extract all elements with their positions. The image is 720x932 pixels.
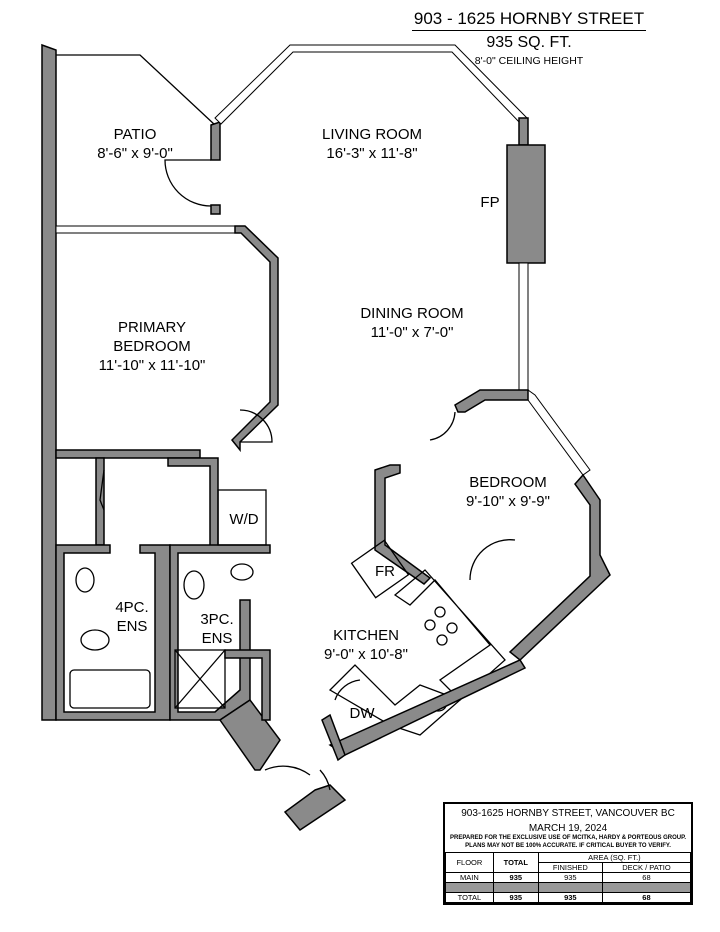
wall-ensuite-east xyxy=(224,649,271,721)
cell: 935 xyxy=(492,892,539,903)
room-name: BEDROOM xyxy=(113,338,191,355)
bedroom-window xyxy=(527,389,591,476)
room-4pc-ensuite: 4PC. ENS xyxy=(115,598,148,636)
address-title: 903 - 1625 HORNBY STREET xyxy=(411,8,647,31)
bathtub xyxy=(69,669,151,709)
fridge-label: FR xyxy=(375,563,395,580)
room-patio: PATIO 8'-6" x 9'-0" xyxy=(97,125,173,163)
sink-4pc xyxy=(75,567,95,593)
bedroom-walls xyxy=(454,389,529,413)
toilet-4pc xyxy=(80,629,110,651)
room-dims: 8'-6" x 9'-0" xyxy=(97,145,173,162)
cell: TOTAL xyxy=(445,892,494,903)
room-living: LIVING ROOM 16'-3" x 11'-8" xyxy=(322,125,422,163)
room-dims: 9'-0" x 10'-8" xyxy=(324,646,408,663)
cell: 68 xyxy=(601,872,692,883)
patio-wall xyxy=(210,120,221,161)
total-area: 935 SQ. FT. xyxy=(486,34,572,51)
bedroom-wall-east xyxy=(508,473,611,661)
header-total: TOTAL xyxy=(492,852,539,873)
header-area: AREA (SQ. FT.) xyxy=(537,852,692,863)
room-bedroom: BEDROOM 9'-10" x 9'-9" xyxy=(466,473,550,511)
burner xyxy=(446,622,458,634)
info-title: 903-1625 HORNBY STREET, VANCOUVER BC xyxy=(461,808,675,819)
dishwasher-label: DW xyxy=(349,705,375,722)
patio-door-swing xyxy=(164,159,212,207)
patio-railing xyxy=(56,54,216,126)
burner xyxy=(436,634,448,646)
cell: 935 xyxy=(492,872,539,883)
wall-southwest xyxy=(218,698,281,771)
burner xyxy=(424,619,436,631)
closet-wall-2 xyxy=(167,457,219,549)
dining-window xyxy=(518,262,529,391)
cell: 935 xyxy=(537,872,603,883)
room-kitchen: KITCHEN 9'-0" x 10'-8" xyxy=(324,626,408,664)
room-primary-bedroom: PRIMARY BEDROOM 11'-10" x 11'-10" xyxy=(99,318,206,375)
dw-door-swing xyxy=(334,679,361,701)
header-block: 903 - 1625 HORNBY STREET 935 SQ. FT. 8'-… xyxy=(404,8,654,68)
bedroom-door-swing xyxy=(429,411,516,581)
header-finished: FINISHED xyxy=(537,862,603,873)
kitchen-counter xyxy=(393,569,506,701)
room-name: DINING ROOM xyxy=(360,305,464,322)
entry-wall xyxy=(283,784,347,831)
room-dining: DINING ROOM 11'-0" x 7'-0" xyxy=(360,304,463,342)
room-dims: 16'-3" x 11'-8" xyxy=(326,145,418,162)
room-name: 4PC. xyxy=(115,599,149,616)
wd-label: W/D xyxy=(229,511,259,528)
header-deck: DECK / PATIO xyxy=(601,862,692,873)
ceiling-height: 8'-0" CEILING HEIGHT xyxy=(474,55,584,67)
room-dims: 11'-0" x 7'-0" xyxy=(370,324,454,341)
shower xyxy=(174,649,226,709)
living-wall-east xyxy=(518,117,529,146)
room-name: ENS xyxy=(201,630,233,647)
table-row-spacer xyxy=(445,882,692,893)
cell: MAIN xyxy=(445,872,494,883)
shower-x2 xyxy=(174,649,226,709)
sink-3pc xyxy=(230,563,254,581)
room-name: ENS xyxy=(116,618,148,635)
room-name: LIVING ROOM xyxy=(321,126,423,143)
entry-door-swing xyxy=(264,765,331,791)
room-name: KITCHEN xyxy=(333,627,399,644)
info-note: PLANS MAY NOT BE 100% ACCURATE. IF CRITI… xyxy=(465,843,671,849)
cell: 935 xyxy=(537,892,603,903)
closet-doors xyxy=(99,469,105,511)
room-dims: 9'-10" x 9'-9" xyxy=(466,493,550,510)
info-date: MARCH 19, 2024 xyxy=(528,823,608,834)
primary-window xyxy=(55,225,236,234)
primary-door-swing xyxy=(239,409,273,443)
room-3pc-ensuite: 3PC. ENS xyxy=(200,610,233,648)
wd-closet xyxy=(217,489,267,546)
wall-dw xyxy=(321,713,346,762)
room-dims: 11'-10" x 11'-10" xyxy=(98,357,206,374)
primary-wall-ne xyxy=(230,225,279,453)
info-note: PREPARED FOR THE EXCLUSIVE USE OF MCITKA… xyxy=(449,835,687,841)
patio-wall-lower xyxy=(210,204,221,215)
room-name: PATIO xyxy=(113,126,157,143)
header-floor: FLOOR xyxy=(445,852,494,873)
room-name: BEDROOM xyxy=(469,474,547,491)
bedroom-wall-west xyxy=(374,464,432,585)
exterior-wall-west xyxy=(41,43,57,721)
fridge xyxy=(350,539,410,599)
toilet-3pc xyxy=(183,570,205,600)
room-name: PRIMARY xyxy=(117,319,187,336)
room-name: 3PC. xyxy=(200,611,234,628)
fireplace xyxy=(506,144,546,264)
fireplace-label: FP xyxy=(480,194,500,211)
ensuite-4pc-wall xyxy=(55,544,171,721)
burner xyxy=(434,606,446,618)
primary-wall-south xyxy=(55,449,201,459)
info-block: 903-1625 HORNBY STREET, VANCOUVER BC MAR… xyxy=(443,802,693,905)
cell: 68 xyxy=(601,892,692,903)
